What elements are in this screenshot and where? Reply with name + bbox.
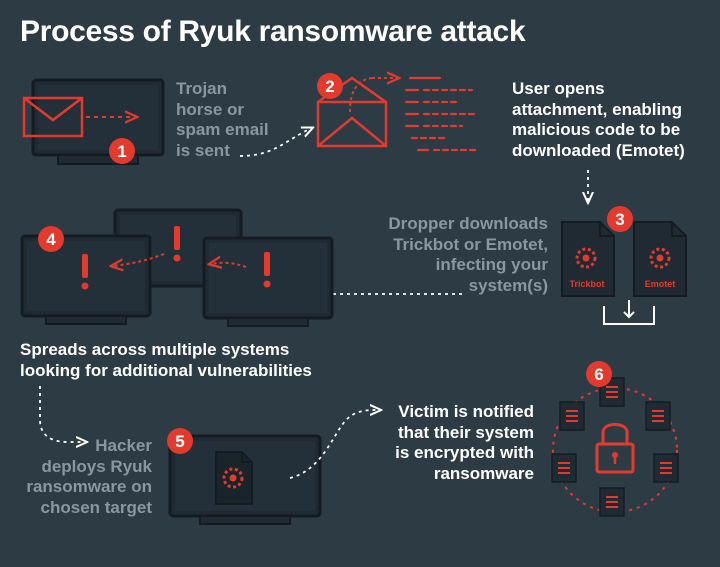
step-badge-4: 4 [38, 226, 64, 252]
svg-text:2: 2 [325, 77, 334, 96]
page-title: Process of Ryuk ransomware attack [20, 15, 526, 48]
step-badge-6: 6 [586, 361, 612, 387]
malicious-code-lines-icon [404, 76, 480, 152]
download-tray-icon [603, 300, 655, 325]
trickbot-file-icon: Trickbot [561, 221, 615, 297]
encrypted-files-padlock-icon [551, 377, 679, 517]
step-2-open-envelope-icon [316, 78, 398, 148]
step-5-text: Hacker deploys Ryuk ransomware on chosen… [26, 436, 152, 518]
infected-monitors-icon [20, 208, 334, 327]
step-6-text: Victim is notified that their system is … [395, 402, 534, 484]
padlock-icon [595, 423, 635, 474]
svg-text:Trickbot: Trickbot [569, 279, 604, 289]
svg-text:Emotet: Emotet [645, 279, 676, 289]
step-1-text: Trojan horse or spam email is sent [176, 79, 269, 161]
step-badge-2: 2 [317, 73, 343, 99]
arrow-step4-to-step5 [39, 386, 86, 442]
envelope-icon [22, 96, 84, 138]
svg-text:1: 1 [117, 142, 126, 161]
emotet-file-icon: Emotet [633, 221, 687, 297]
svg-text:4: 4 [46, 230, 56, 249]
step-5-monitor-icon [168, 434, 322, 525]
svg-text:5: 5 [175, 432, 184, 451]
svg-text:3: 3 [615, 210, 624, 229]
step-4-text: Spreads across multiple systems looking … [20, 340, 312, 380]
arrow-step5-to-step6 [289, 410, 380, 479]
step-badge-3: 3 [607, 206, 633, 232]
svg-text:6: 6 [594, 365, 603, 384]
arrow-step1-to-step2 [239, 128, 312, 157]
step-badge-5: 5 [167, 428, 193, 454]
step-3-text: Dropper downloads Trickbot or Emotet, in… [388, 214, 548, 296]
step-1-monitor-icon [22, 78, 165, 165]
step-badge-1: 1 [109, 138, 135, 164]
step-2-text: User opens attachment, enabling maliciou… [512, 79, 685, 161]
